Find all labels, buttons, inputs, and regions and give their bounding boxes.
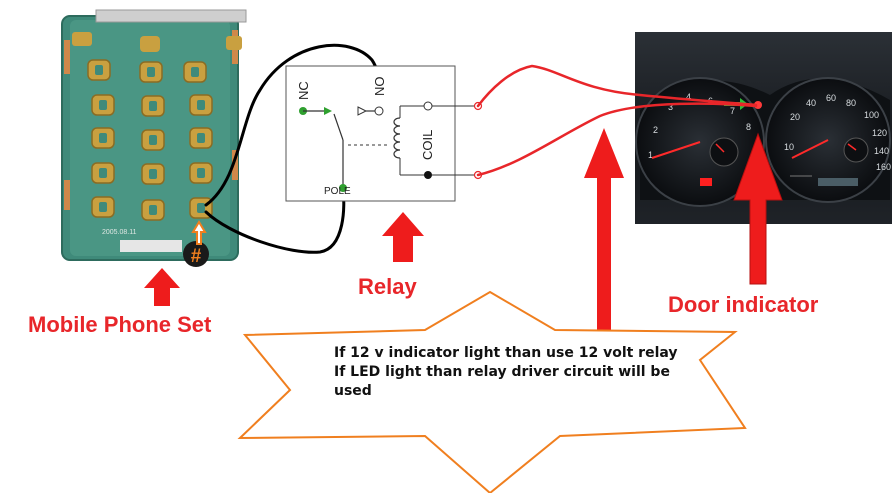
svg-text:140: 140 [874, 146, 889, 156]
hash-key-label: # [191, 246, 202, 267]
svg-text:100: 100 [864, 110, 879, 120]
svg-text:10: 10 [784, 142, 794, 152]
door-indicator-label: Door indicator [668, 292, 819, 317]
mobile-phone-pcb-image: 2005.08.11 [61, 9, 247, 261]
svg-text:3: 3 [668, 102, 673, 112]
svg-text:4: 4 [686, 92, 691, 102]
svg-text:2005.08.11: 2005.08.11 [102, 229, 137, 236]
svg-text:80: 80 [846, 98, 856, 108]
svg-text:160: 160 [876, 162, 891, 172]
nc-terminal-label: NC [296, 81, 311, 100]
red-up-arrow-relay [382, 212, 424, 262]
note-star-callout [237, 290, 747, 493]
small-orange-arrow [191, 220, 207, 245]
svg-text:2: 2 [653, 125, 658, 135]
note-text: If 12 v indicator light than use 12 volt… [334, 344, 694, 401]
hash-key-badge: # [183, 241, 209, 267]
no-terminal-label: NO [372, 77, 387, 97]
coil-label: COIL [420, 130, 435, 160]
note-line-3: used [334, 383, 372, 399]
pole-terminal-label: POLE [324, 186, 351, 197]
red-up-arrow-phone [144, 268, 180, 306]
svg-text:40: 40 [806, 98, 816, 108]
svg-text:20: 20 [790, 112, 800, 122]
svg-text:7: 7 [730, 106, 735, 116]
svg-text:120: 120 [872, 128, 887, 138]
svg-text:8: 8 [746, 122, 751, 132]
note-line-2: If LED light than relay driver circuit w… [334, 364, 670, 380]
note-line-1: If 12 v indicator light than use 12 volt… [334, 345, 678, 361]
svg-text:1: 1 [648, 150, 653, 160]
red-up-arrow-door [733, 132, 783, 285]
mobile-phone-set-label: Mobile Phone Set [28, 312, 212, 337]
red-wires [476, 64, 758, 177]
red-up-arrow-note [584, 128, 624, 334]
svg-text:60: 60 [826, 93, 836, 103]
relay-diagram: NC NO POLE COIL [285, 65, 483, 202]
relay-label: Relay [358, 274, 417, 299]
